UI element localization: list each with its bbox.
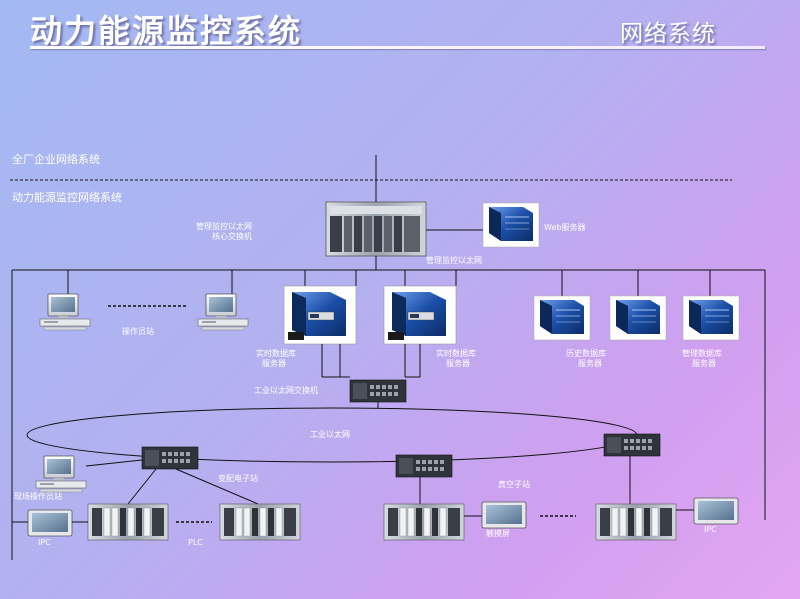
mgmt-ethernet-label: 管理监控以太网 <box>426 256 482 265</box>
field-operator-label: 现场操作员站 <box>14 492 62 501</box>
history-db-server-icon <box>533 295 591 341</box>
plc-rack-2-icon <box>219 503 301 541</box>
page-subtitle: 网络系统 <box>620 21 716 47</box>
rt-db-1-label-2: 服务器 <box>262 359 286 368</box>
plc-label: PLC <box>188 538 203 547</box>
ipc-1-icon <box>27 509 73 537</box>
mgmt-db-label-1: 管理数据库 <box>682 349 722 358</box>
web-server-icon <box>482 202 540 248</box>
page-title: 动力能源监控系统 <box>30 12 303 50</box>
ring-switch-2-icon <box>395 454 453 478</box>
core-switch-chassis <box>325 201 427 257</box>
substation-1-label: 变配电子站 <box>218 474 258 483</box>
rt-db-1-label-1: 实时数据库 <box>256 349 296 358</box>
ipc-2-label: IPC <box>704 525 717 534</box>
plc-rack-1-icon <box>87 503 169 541</box>
core-switch-label-1: 管理监控以太网 <box>196 222 252 231</box>
field-operator-pc-icon <box>35 455 87 493</box>
rt-db-2-label-2: 服务器 <box>446 359 470 368</box>
core-switch-label-2: 核心交换机 <box>212 232 252 241</box>
title-underline <box>30 46 765 49</box>
industrial-switch-icon <box>349 379 407 403</box>
ipc-1-label: IPC <box>38 538 51 547</box>
history-db-server-2-icon <box>609 295 667 341</box>
hist-db-label-1: 历史数据库 <box>566 349 606 358</box>
rt-db-2-label-1: 实时数据库 <box>436 349 476 358</box>
mgmt-db-label-2: 服务器 <box>692 359 716 368</box>
substation-2-label: 真空子站 <box>498 480 530 489</box>
plc-rack-3-icon <box>383 503 465 541</box>
ring-switch-3-icon <box>603 433 661 457</box>
operator-pc-1-icon <box>39 293 91 331</box>
ring-switch-1-icon <box>141 446 199 470</box>
plant-network-label: 全厂企业网络系统 <box>12 153 100 166</box>
touch-screen-icon <box>481 501 527 529</box>
web-server-label: Web服务器 <box>544 223 586 232</box>
realtime-db-server-2-icon <box>383 285 457 345</box>
operator-pc-2-icon <box>197 293 249 331</box>
industrial-ethernet-label: 工业以太网 <box>310 430 350 439</box>
management-db-server-icon <box>682 295 740 341</box>
realtime-db-server-1-icon <box>283 285 357 345</box>
ipc-2-icon <box>693 497 739 525</box>
touch-screen-label: 触摸屏 <box>486 529 510 538</box>
hist-db-label-2: 服务器 <box>578 359 602 368</box>
industrial-switch-label: 工业以太网交换机 <box>254 386 318 395</box>
monitoring-network-label: 动力能源监控网络系统 <box>12 191 122 204</box>
plc-rack-4-icon <box>595 503 677 541</box>
operator-station-label: 操作员站 <box>122 327 154 336</box>
